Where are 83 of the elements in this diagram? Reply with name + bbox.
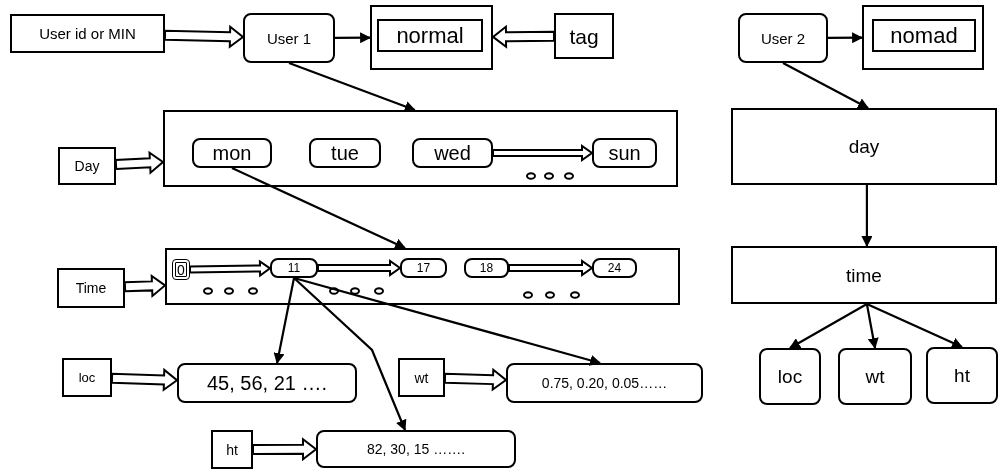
- hollow-arrow: [443, 367, 508, 392]
- hollow-arrow: [163, 24, 245, 49]
- node-label: Day: [74, 159, 100, 173]
- arrow: [293, 276, 602, 366]
- hour-box: [464, 258, 509, 278]
- node-label: ht: [954, 366, 970, 385]
- node-label: Time: [75, 281, 107, 295]
- tag-box: [872, 19, 976, 52]
- hollow-arrow: [110, 367, 179, 392]
- input-box: [62, 358, 112, 397]
- process-box: [731, 246, 997, 304]
- arrow: [861, 185, 873, 248]
- value-box: [177, 363, 357, 403]
- input-box: [58, 147, 116, 185]
- node-label: tue: [331, 143, 359, 163]
- node-label: loc: [777, 367, 803, 386]
- value-box: [316, 430, 516, 468]
- day-box: [192, 138, 272, 168]
- hour-box: [400, 258, 447, 278]
- node-label: loc: [78, 371, 96, 384]
- hollow-arrow: [317, 259, 402, 277]
- leaf-box: [759, 348, 821, 405]
- hollow-arrow: [189, 259, 272, 278]
- arrow: [789, 303, 868, 349]
- tag-box: [377, 19, 483, 52]
- leaf-box: [838, 348, 912, 405]
- hollow-arrow: [492, 144, 594, 162]
- arrow: [865, 303, 879, 350]
- process-box: [731, 108, 997, 185]
- input-box: [211, 430, 253, 469]
- input-box: [554, 13, 614, 59]
- day-box: [412, 138, 493, 168]
- hour-box: [172, 259, 190, 280]
- node-label: sun: [608, 143, 641, 163]
- arrow: [293, 277, 407, 431]
- hour-box: [592, 258, 637, 278]
- tag-frame: [862, 5, 984, 70]
- input-box: [57, 268, 125, 308]
- node-label: 11: [287, 262, 301, 274]
- arrow: [782, 62, 869, 109]
- tag-frame: [370, 5, 493, 70]
- node-label: nomad: [890, 24, 958, 47]
- arrow: [828, 32, 864, 44]
- value-box: [506, 363, 703, 403]
- node-label: wed: [434, 143, 471, 163]
- day-box: [592, 138, 657, 168]
- hollow-arrow: [252, 437, 318, 462]
- node-label: 0.75, 0.20, 0.05……: [541, 376, 668, 390]
- node-label: 82, 30, 15 …….: [366, 442, 466, 456]
- hollow-arrow: [123, 273, 167, 298]
- node-label: 24: [607, 262, 622, 274]
- arrow: [335, 32, 372, 44]
- user-node: [243, 13, 335, 63]
- node-label: wt: [865, 367, 885, 386]
- day-container: [163, 110, 678, 187]
- arrow: [231, 167, 406, 249]
- node-label: mon: [212, 143, 252, 163]
- user-node: [738, 13, 828, 63]
- node-label: day: [848, 137, 880, 156]
- time-container: [165, 248, 680, 305]
- node-label: ht: [226, 442, 238, 457]
- hollow-arrow: [508, 259, 594, 277]
- node-label: 17: [416, 262, 431, 274]
- day-box: [309, 138, 381, 168]
- arrow: [273, 277, 296, 365]
- leaf-box: [926, 347, 998, 404]
- arrow: [288, 61, 416, 112]
- node-label: User 1: [266, 30, 312, 46]
- node-label: User 2: [760, 30, 806, 46]
- input-box: [398, 358, 445, 397]
- node-label: 18: [479, 262, 494, 274]
- input-box: [10, 14, 165, 53]
- node-label: normal: [396, 24, 464, 47]
- hour-box: [270, 258, 318, 278]
- hollow-arrow: [114, 150, 165, 175]
- node-label: 45, 56, 21 ….: [206, 373, 328, 393]
- node-label: tag: [569, 25, 599, 47]
- hollow-arrow: [491, 24, 555, 49]
- node-label: time: [846, 265, 882, 285]
- arrow: [866, 303, 963, 348]
- node-label: User id or MIN: [39, 26, 136, 41]
- node-label: 0: [177, 262, 185, 277]
- node-label: wt: [414, 370, 429, 385]
